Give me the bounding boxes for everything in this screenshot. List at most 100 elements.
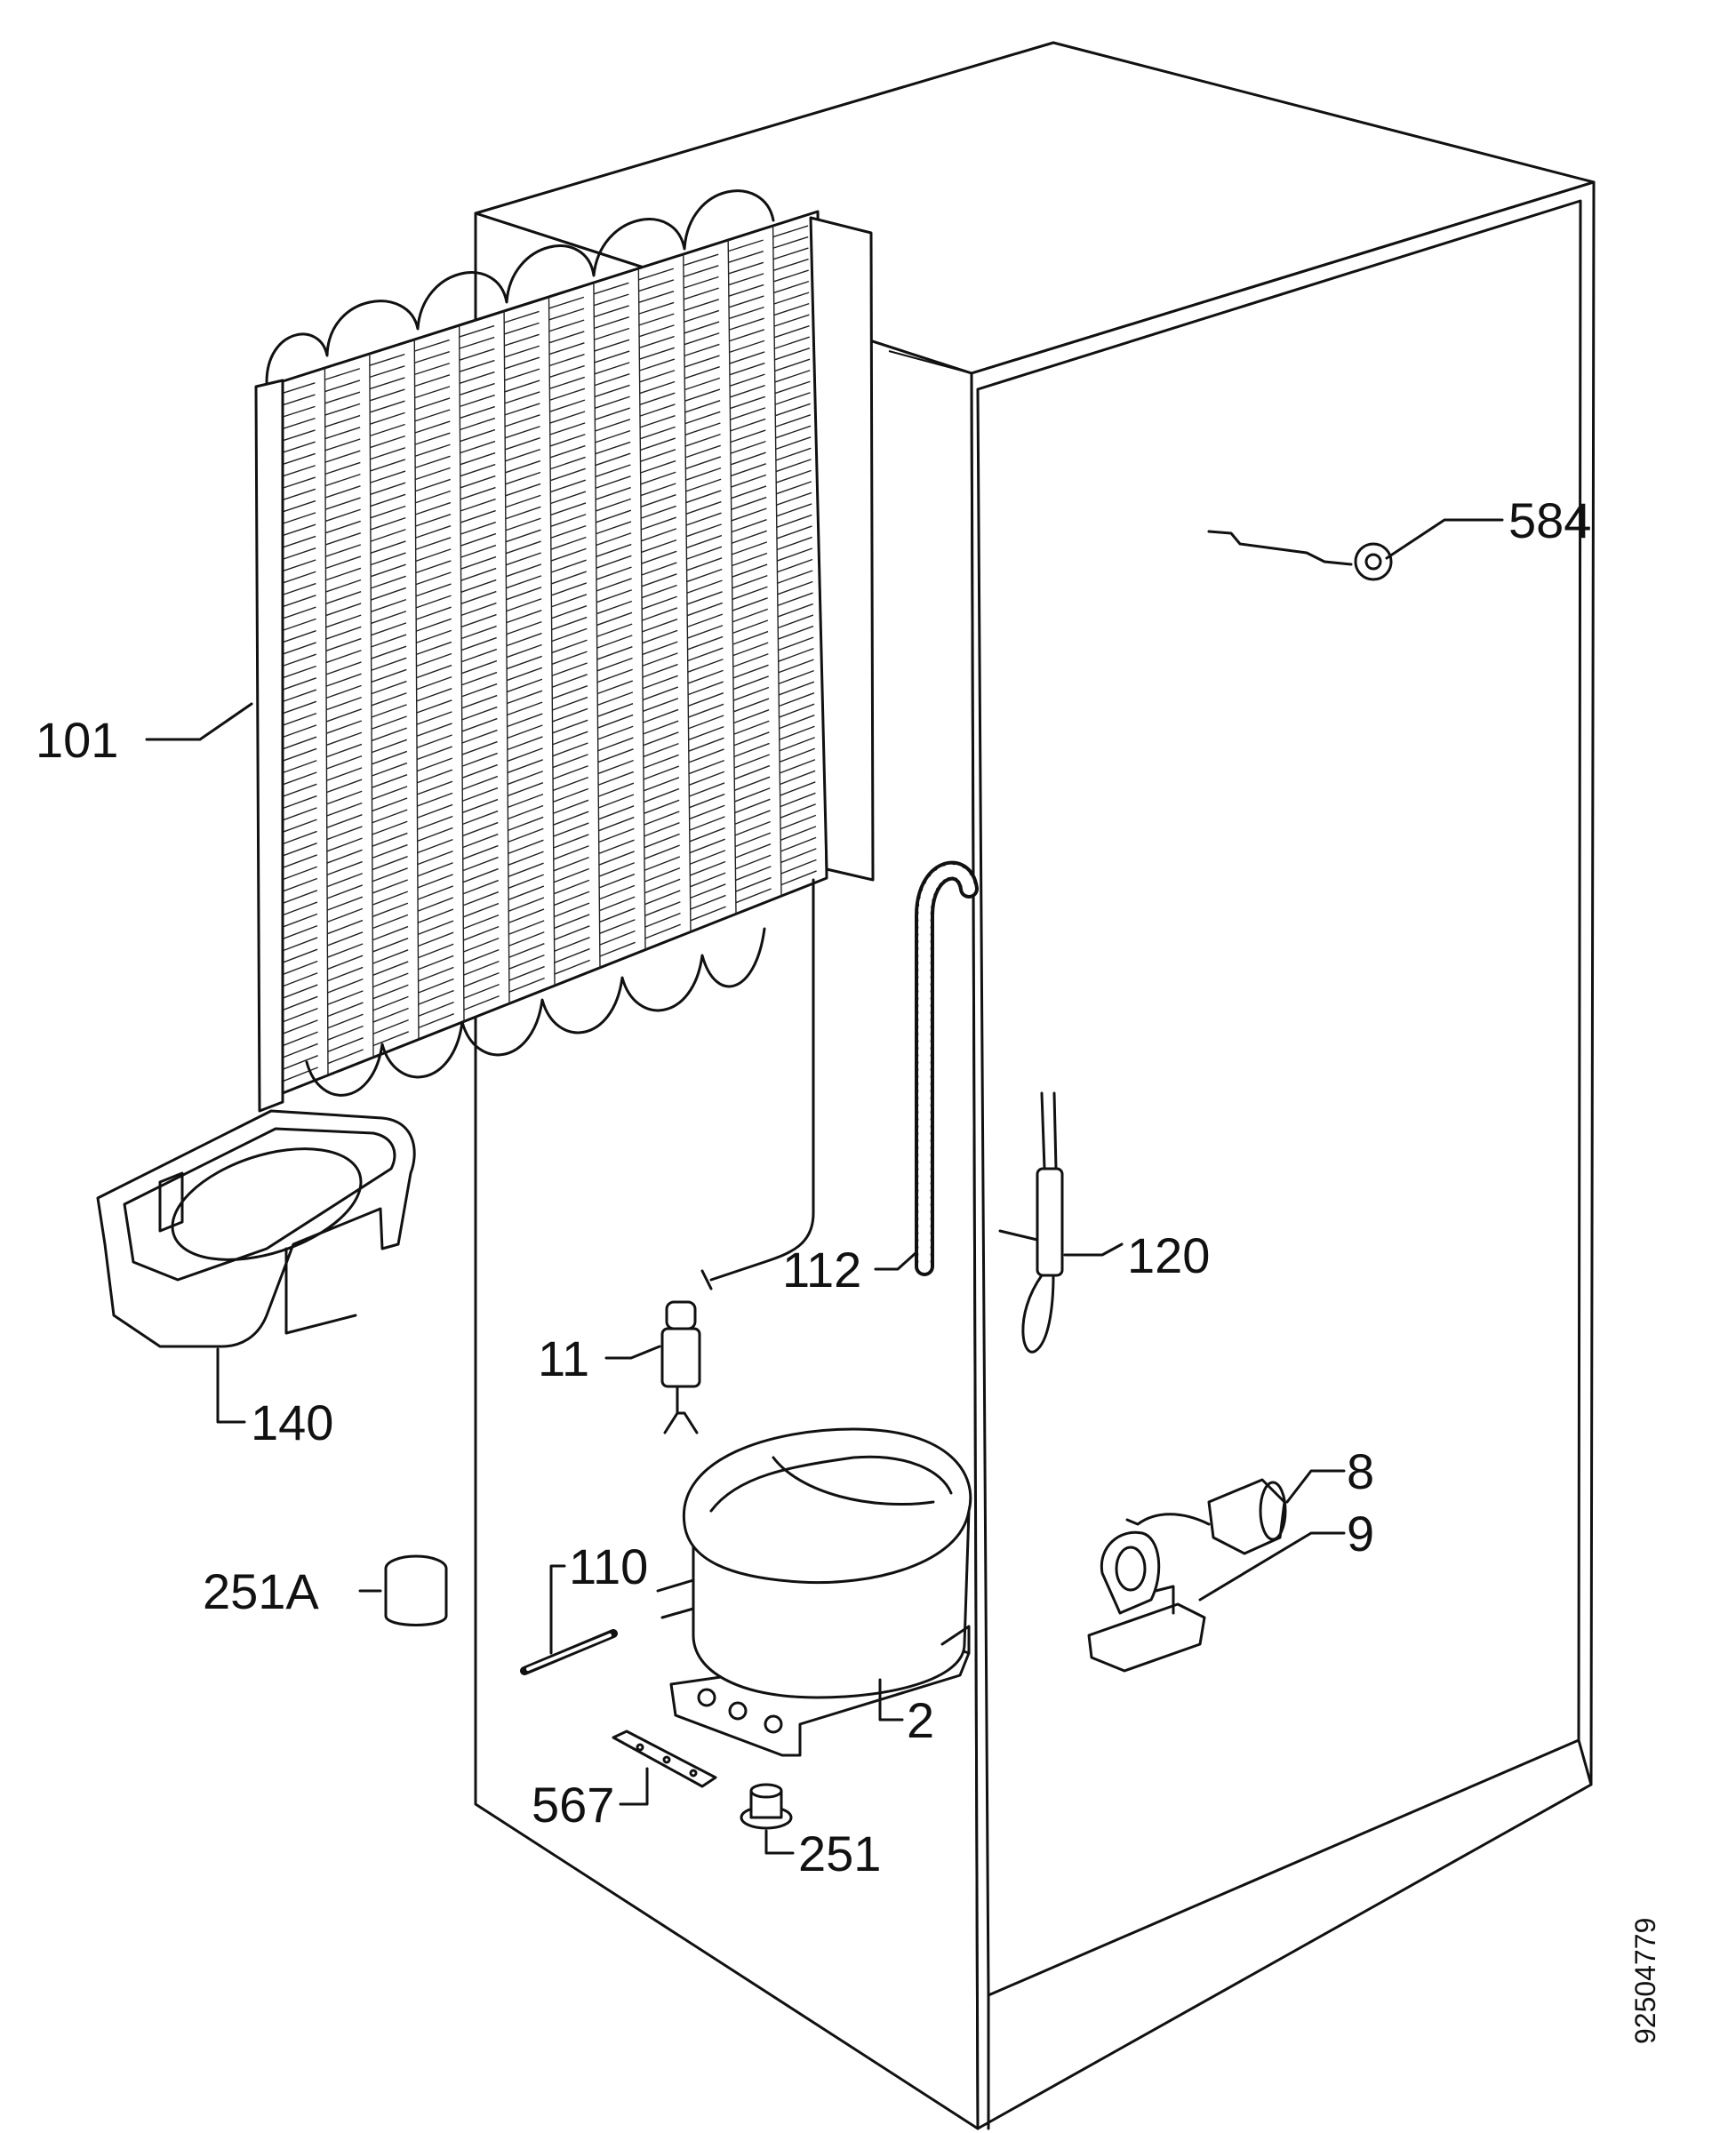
fin-line bbox=[731, 519, 767, 533]
fin-line bbox=[779, 725, 815, 740]
fin-line bbox=[371, 715, 407, 730]
fin-line bbox=[324, 485, 361, 499]
drain-hose-inner bbox=[918, 864, 975, 1273]
fin-line bbox=[774, 336, 810, 349]
fin-line bbox=[327, 990, 364, 1005]
fin-line bbox=[280, 465, 316, 478]
fin-line bbox=[460, 555, 497, 570]
fin-line bbox=[326, 743, 363, 758]
fin-line bbox=[327, 955, 364, 971]
fin-line bbox=[690, 894, 726, 910]
fin-line bbox=[370, 493, 406, 507]
fin-line bbox=[416, 746, 452, 761]
fin-line bbox=[505, 448, 541, 462]
fin-line bbox=[415, 548, 452, 563]
fin-line bbox=[550, 514, 587, 527]
fin-line bbox=[281, 771, 317, 786]
fin-line bbox=[370, 470, 406, 483]
fin-line bbox=[326, 779, 363, 794]
fin-line bbox=[414, 432, 451, 445]
label-140: 140 bbox=[251, 1394, 333, 1450]
part-8 bbox=[1125, 1478, 1287, 1555]
fin-line bbox=[683, 253, 719, 267]
fin-line bbox=[735, 888, 772, 904]
fin-line bbox=[325, 614, 362, 628]
fin-line bbox=[638, 279, 675, 292]
fin-line bbox=[504, 333, 540, 347]
fin-line bbox=[684, 366, 720, 379]
fin-line bbox=[595, 407, 630, 420]
fin-line bbox=[371, 680, 407, 695]
fin-line bbox=[325, 684, 362, 699]
fin-line bbox=[325, 555, 362, 570]
fin-line bbox=[327, 943, 364, 958]
fin-line bbox=[551, 605, 588, 619]
fin-line bbox=[416, 711, 452, 725]
fin-line bbox=[507, 759, 543, 774]
fin-line bbox=[642, 686, 679, 701]
fin-line bbox=[372, 820, 408, 835]
fin-line bbox=[775, 403, 811, 417]
fin-line bbox=[327, 1049, 364, 1065]
fin-line bbox=[324, 368, 361, 380]
leader-11 bbox=[604, 1345, 661, 1360]
label-8: 8 bbox=[1347, 1443, 1374, 1499]
fin-line bbox=[508, 804, 544, 820]
fin-line bbox=[732, 597, 768, 611]
fin-line bbox=[325, 626, 362, 640]
fin-line bbox=[729, 373, 765, 387]
fin-line bbox=[732, 552, 768, 567]
part-251-top bbox=[749, 1783, 783, 1799]
fin-line bbox=[461, 694, 498, 709]
fin-line bbox=[594, 305, 629, 318]
part-8-wire bbox=[1125, 1513, 1211, 1526]
fin-line bbox=[459, 371, 495, 384]
fin-line bbox=[325, 650, 362, 664]
fin-line bbox=[507, 690, 543, 705]
fin-line bbox=[370, 482, 406, 495]
fin-line bbox=[775, 414, 812, 427]
fin-line bbox=[554, 947, 590, 963]
fin-line bbox=[643, 765, 679, 780]
fin-line bbox=[596, 498, 631, 512]
fin-line bbox=[462, 867, 499, 883]
fin-line bbox=[280, 488, 316, 501]
fin-line bbox=[506, 610, 542, 624]
fin-line bbox=[730, 429, 766, 443]
fin-line bbox=[282, 1019, 318, 1035]
fin-line bbox=[326, 907, 364, 923]
fin-line bbox=[731, 496, 767, 510]
fin-line bbox=[414, 386, 451, 399]
fin-line bbox=[549, 422, 586, 435]
part-9 bbox=[1087, 1530, 1206, 1673]
fin-line bbox=[370, 575, 406, 589]
fin-line bbox=[553, 891, 590, 907]
part-11-body bbox=[660, 1327, 701, 1388]
fin-line bbox=[686, 602, 723, 617]
fin-line bbox=[549, 411, 586, 424]
fin-line bbox=[372, 809, 408, 824]
fin-line bbox=[644, 787, 680, 803]
fin-line bbox=[689, 850, 726, 865]
fin-line bbox=[596, 578, 632, 592]
fin-line bbox=[596, 543, 632, 557]
compressor-dome bbox=[682, 1427, 972, 1585]
fin-line bbox=[596, 600, 633, 615]
fin-line bbox=[688, 725, 724, 741]
fin-line bbox=[640, 471, 676, 485]
fin-line bbox=[684, 299, 720, 312]
part-9-base bbox=[1087, 1602, 1206, 1673]
fin-line bbox=[416, 629, 452, 643]
fin-line bbox=[324, 438, 361, 451]
fin-line bbox=[416, 664, 452, 679]
fin-line bbox=[684, 444, 721, 459]
fin-line bbox=[415, 490, 452, 504]
fin-line bbox=[508, 908, 545, 923]
fin-line bbox=[732, 608, 768, 623]
fin-line bbox=[778, 659, 814, 674]
fin-line bbox=[689, 816, 725, 831]
fin-line bbox=[731, 463, 766, 477]
fin-line bbox=[554, 959, 590, 975]
fin-line bbox=[641, 539, 677, 554]
fin-line bbox=[550, 559, 587, 573]
